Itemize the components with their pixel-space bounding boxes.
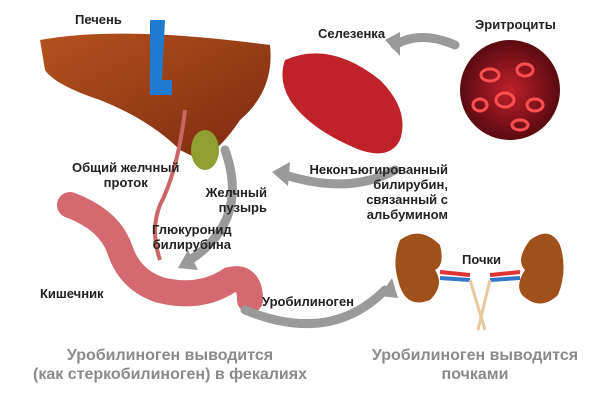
caption-line: (как стеркобилиноген) в фекалиях bbox=[33, 366, 307, 383]
liver bbox=[40, 33, 271, 160]
label-common-bile-duct: Общий желчный проток bbox=[72, 160, 179, 190]
label-unconjugated-bilirubin: Неконъюгированный билирубин, связанный с… bbox=[268, 162, 448, 222]
label-line: билирубин, bbox=[373, 177, 448, 192]
caption-line: Уробилиноген выводится bbox=[66, 347, 274, 364]
label-line: Глюкуронид bbox=[152, 222, 232, 237]
arrow-intestine-to-kidneys bbox=[240, 285, 390, 329]
left-kidney bbox=[395, 233, 442, 303]
label-bilirubin-glucuronide: Глюкуронид билирубина bbox=[152, 222, 232, 252]
label-line: билирубина bbox=[152, 237, 231, 252]
arrow-liver-to-intestine bbox=[185, 145, 237, 265]
portal-vein bbox=[150, 20, 172, 95]
label-line: альбумином bbox=[366, 207, 448, 222]
spleen bbox=[282, 53, 403, 154]
label-line: проток bbox=[103, 175, 148, 190]
caption-feces: Уробилиноген выводится (как стеркобилино… bbox=[10, 346, 330, 384]
intestine bbox=[57, 192, 263, 313]
label-line: Желчный bbox=[205, 185, 267, 200]
label-line: связанный с bbox=[366, 192, 448, 207]
caption-line: Уробилиноген выводится bbox=[371, 347, 579, 364]
label-erythrocytes: Эритроциты bbox=[475, 17, 556, 32]
caption-line: почками bbox=[441, 366, 509, 383]
common-bile-duct bbox=[153, 109, 187, 261]
right-kidney bbox=[519, 233, 564, 304]
erythrocytes-circle bbox=[460, 40, 560, 140]
label-line: Неконъюгированный bbox=[309, 162, 448, 177]
label-line: Общий желчный bbox=[72, 160, 180, 175]
label-intestine: Кишечник bbox=[40, 286, 104, 301]
label-liver: Печень bbox=[75, 12, 122, 27]
label-line: пузырь bbox=[218, 200, 267, 215]
label-urobilinogen: Уробилиноген bbox=[262, 294, 355, 309]
label-kidneys: Почки bbox=[462, 252, 502, 267]
arrow-rbc-to-spleen bbox=[390, 33, 460, 50]
gallbladder bbox=[191, 130, 219, 170]
caption-kidneys: Уробилиноген выводится почками bbox=[355, 346, 595, 384]
label-spleen: Селезенка bbox=[318, 26, 386, 41]
arrow-spleen-to-liver bbox=[280, 165, 400, 189]
label-gallbladder: Желчный пузырь bbox=[205, 185, 267, 215]
